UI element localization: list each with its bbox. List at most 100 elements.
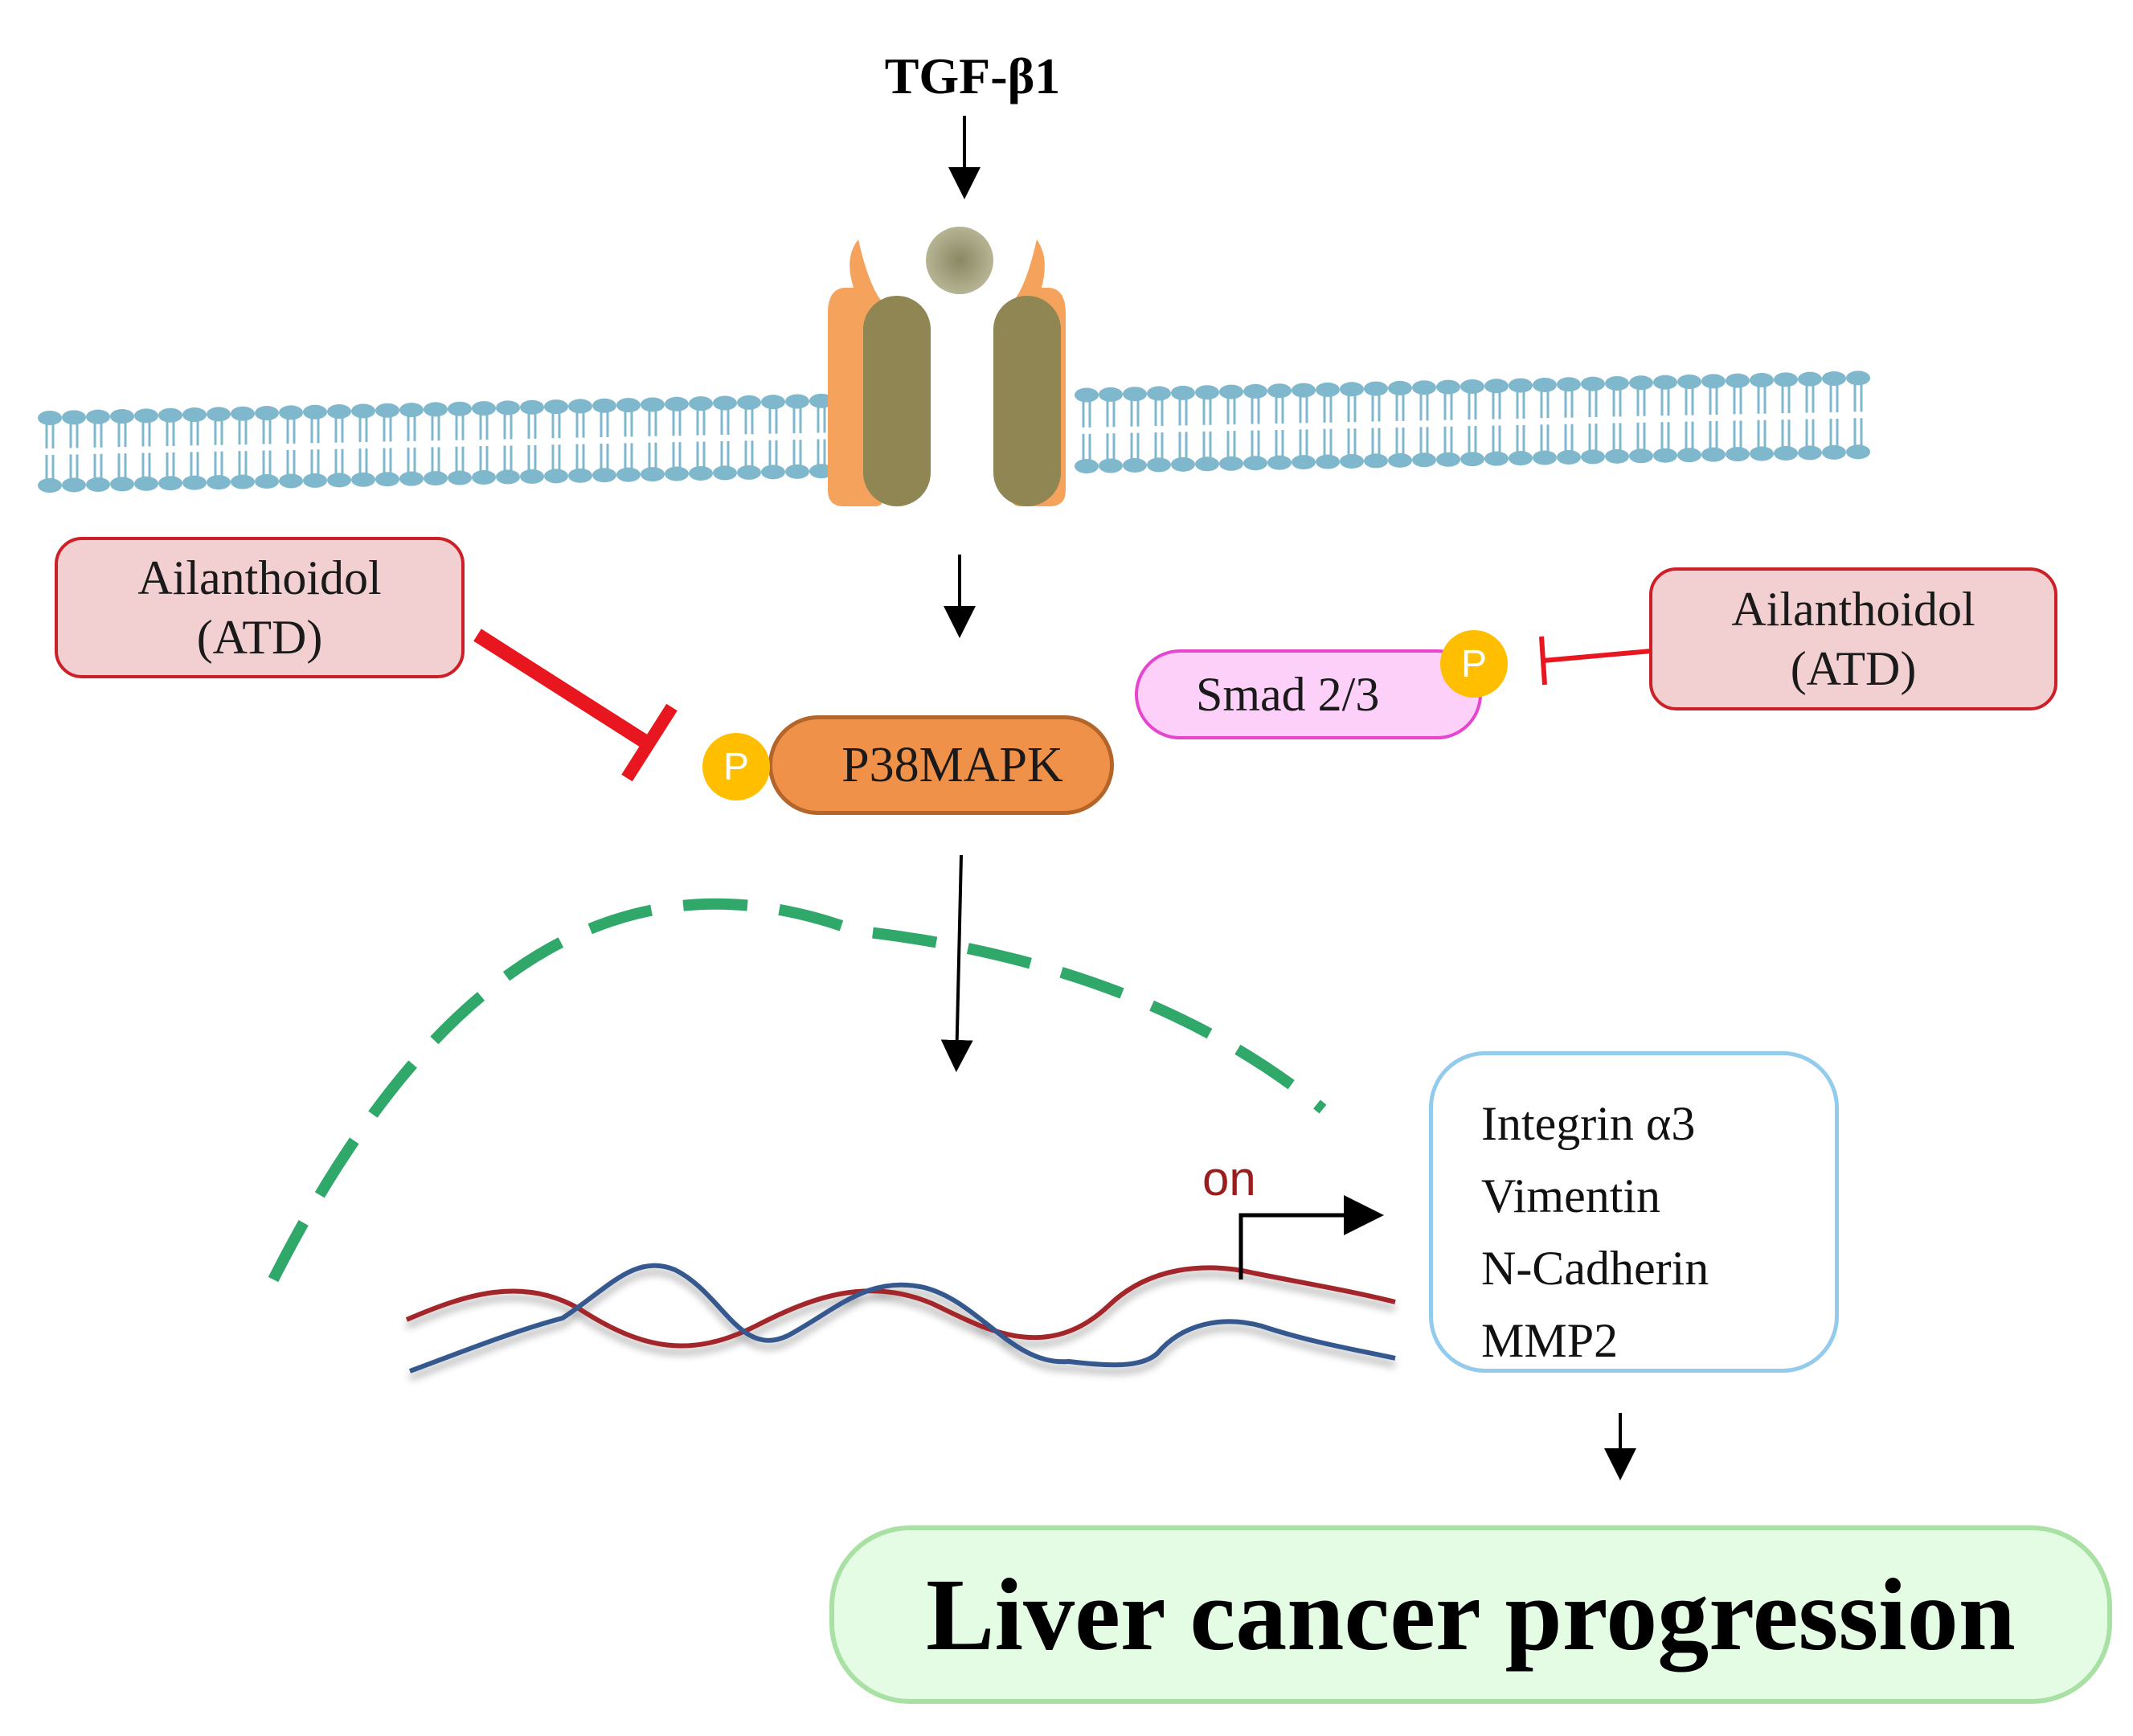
- lipid-head: [1726, 373, 1750, 388]
- lipid-head: [544, 469, 568, 484]
- lipid-head: [399, 403, 424, 418]
- lipid-head: [327, 473, 351, 488]
- lipid-head: [1798, 371, 1822, 387]
- lipid-head: [303, 404, 327, 420]
- smad-phosphate-icon: P: [1440, 630, 1508, 698]
- lipid-head: [1822, 371, 1846, 387]
- inhibitor-box-left: Ailanthoidol (ATD): [55, 537, 465, 678]
- inhibitor-left-name: Ailanthoidol: [137, 551, 382, 604]
- transcription-start-arrow: [1238, 1195, 1384, 1279]
- lipid-head: [1605, 375, 1629, 391]
- lipid-head: [1750, 373, 1774, 388]
- lipid-head: [255, 473, 279, 489]
- lipid-head: [1412, 380, 1436, 395]
- lipid-head: [110, 409, 134, 424]
- lipid-head: [1677, 448, 1701, 463]
- inhibitor-left-abbrev: (ATD): [196, 611, 323, 664]
- lipid-head: [351, 403, 375, 419]
- lipid-head: [182, 475, 207, 490]
- lipid-head: [231, 474, 255, 489]
- gene-mmp2: MMP2: [1481, 1314, 1619, 1367]
- inhibitor-right-abbrev: (ATD): [1790, 642, 1917, 695]
- lipid-head: [1774, 445, 1798, 461]
- lipid-head: [737, 395, 761, 410]
- lipid-head: [1605, 448, 1629, 464]
- lipid-head: [1846, 371, 1870, 386]
- lipid-head: [520, 469, 544, 484]
- transcription-on-label: on: [1202, 1152, 1256, 1206]
- lipid-head: [616, 398, 641, 413]
- lipid-head: [1412, 452, 1436, 468]
- lipid-head: [1822, 444, 1846, 460]
- lipid-head: [544, 399, 568, 415]
- lipid-head: [279, 473, 303, 489]
- inhibition-left-atd-to-p38: [473, 628, 678, 782]
- dna-blue-strand: [408, 1263, 1396, 1374]
- lipid-head: [1484, 451, 1509, 466]
- lipid-head: [1171, 457, 1195, 472]
- lipid-head: [1533, 377, 1557, 392]
- lipid-head: [448, 470, 472, 485]
- lipid-head: [375, 472, 399, 487]
- lipid-head: [1123, 387, 1147, 402]
- lipid-head: [496, 469, 520, 485]
- lipid-head: [568, 399, 592, 414]
- lipid-head: [1677, 374, 1701, 389]
- tgf-beta-ligand: [926, 227, 993, 294]
- lipid-head: [255, 406, 279, 421]
- lipid-head: [809, 393, 833, 408]
- inhibitor-right-name: Ailanthoidol: [1731, 583, 1975, 636]
- lipid-head: [737, 465, 761, 480]
- lipid-head: [1557, 377, 1581, 392]
- lipid-head: [1147, 386, 1171, 401]
- outcome-label: Liver cancer progression: [926, 1557, 2016, 1672]
- receptor-right-inner: [993, 296, 1061, 506]
- lipid-head: [1436, 452, 1460, 467]
- lipid-head: [1292, 455, 1316, 470]
- lipid-head: [689, 396, 713, 411]
- gene-n-cadherin: N-Cadherin: [1481, 1242, 1709, 1295]
- lipid-head: [1364, 453, 1388, 469]
- target-genes-box: Integrin α3 Vimentin N-Cadherin MMP2: [1429, 1051, 1839, 1373]
- lipid-head: [1701, 374, 1726, 389]
- lipid-head: [134, 408, 158, 424]
- lipid-head: [1629, 448, 1653, 464]
- gene-integrin-a3: Integrin α3: [1481, 1097, 1696, 1150]
- lipid-head: [761, 395, 785, 410]
- inhibition-right-atd-to-smad: [1539, 636, 1652, 686]
- lipid-head: [1364, 381, 1388, 396]
- lipid-head: [496, 400, 520, 416]
- lipid-head: [110, 477, 134, 492]
- lipid-head: [375, 403, 399, 418]
- lipid-head: [1075, 387, 1099, 403]
- lipid-head: [1750, 446, 1774, 461]
- arrow-p38-to-nucleus: [940, 854, 973, 1072]
- lipid-head: [785, 394, 809, 409]
- lipid-head: [1460, 379, 1484, 394]
- lipid-head: [1147, 457, 1171, 473]
- lipid-head: [665, 396, 689, 411]
- lipid-head: [1581, 376, 1605, 391]
- lipid-head: [641, 467, 665, 482]
- lipid-head: [1340, 453, 1364, 469]
- gene-vimentin: Vimentin: [1481, 1169, 1661, 1222]
- lipid-head: [1340, 382, 1364, 397]
- lipid-head: [1099, 458, 1123, 473]
- lipid-head: [592, 398, 616, 413]
- lipid-head: [134, 476, 158, 491]
- lipid-head: [713, 395, 737, 411]
- p38mapk-node: P38MAPK: [768, 715, 1114, 815]
- lipid-head: [182, 407, 207, 423]
- lipid-head: [1484, 379, 1509, 394]
- dna-red-strand: [405, 1265, 1396, 1349]
- lipid-head: [472, 401, 496, 416]
- lipid-head: [665, 466, 689, 481]
- lipid-head: [1171, 385, 1195, 400]
- smad-node: Smad 2/3: [1135, 649, 1482, 739]
- lipid-head: [1195, 457, 1219, 472]
- lipid-head: [279, 405, 303, 420]
- lipid-head: [1798, 445, 1822, 461]
- lipid-head: [1075, 459, 1099, 474]
- lipid-head: [62, 477, 86, 493]
